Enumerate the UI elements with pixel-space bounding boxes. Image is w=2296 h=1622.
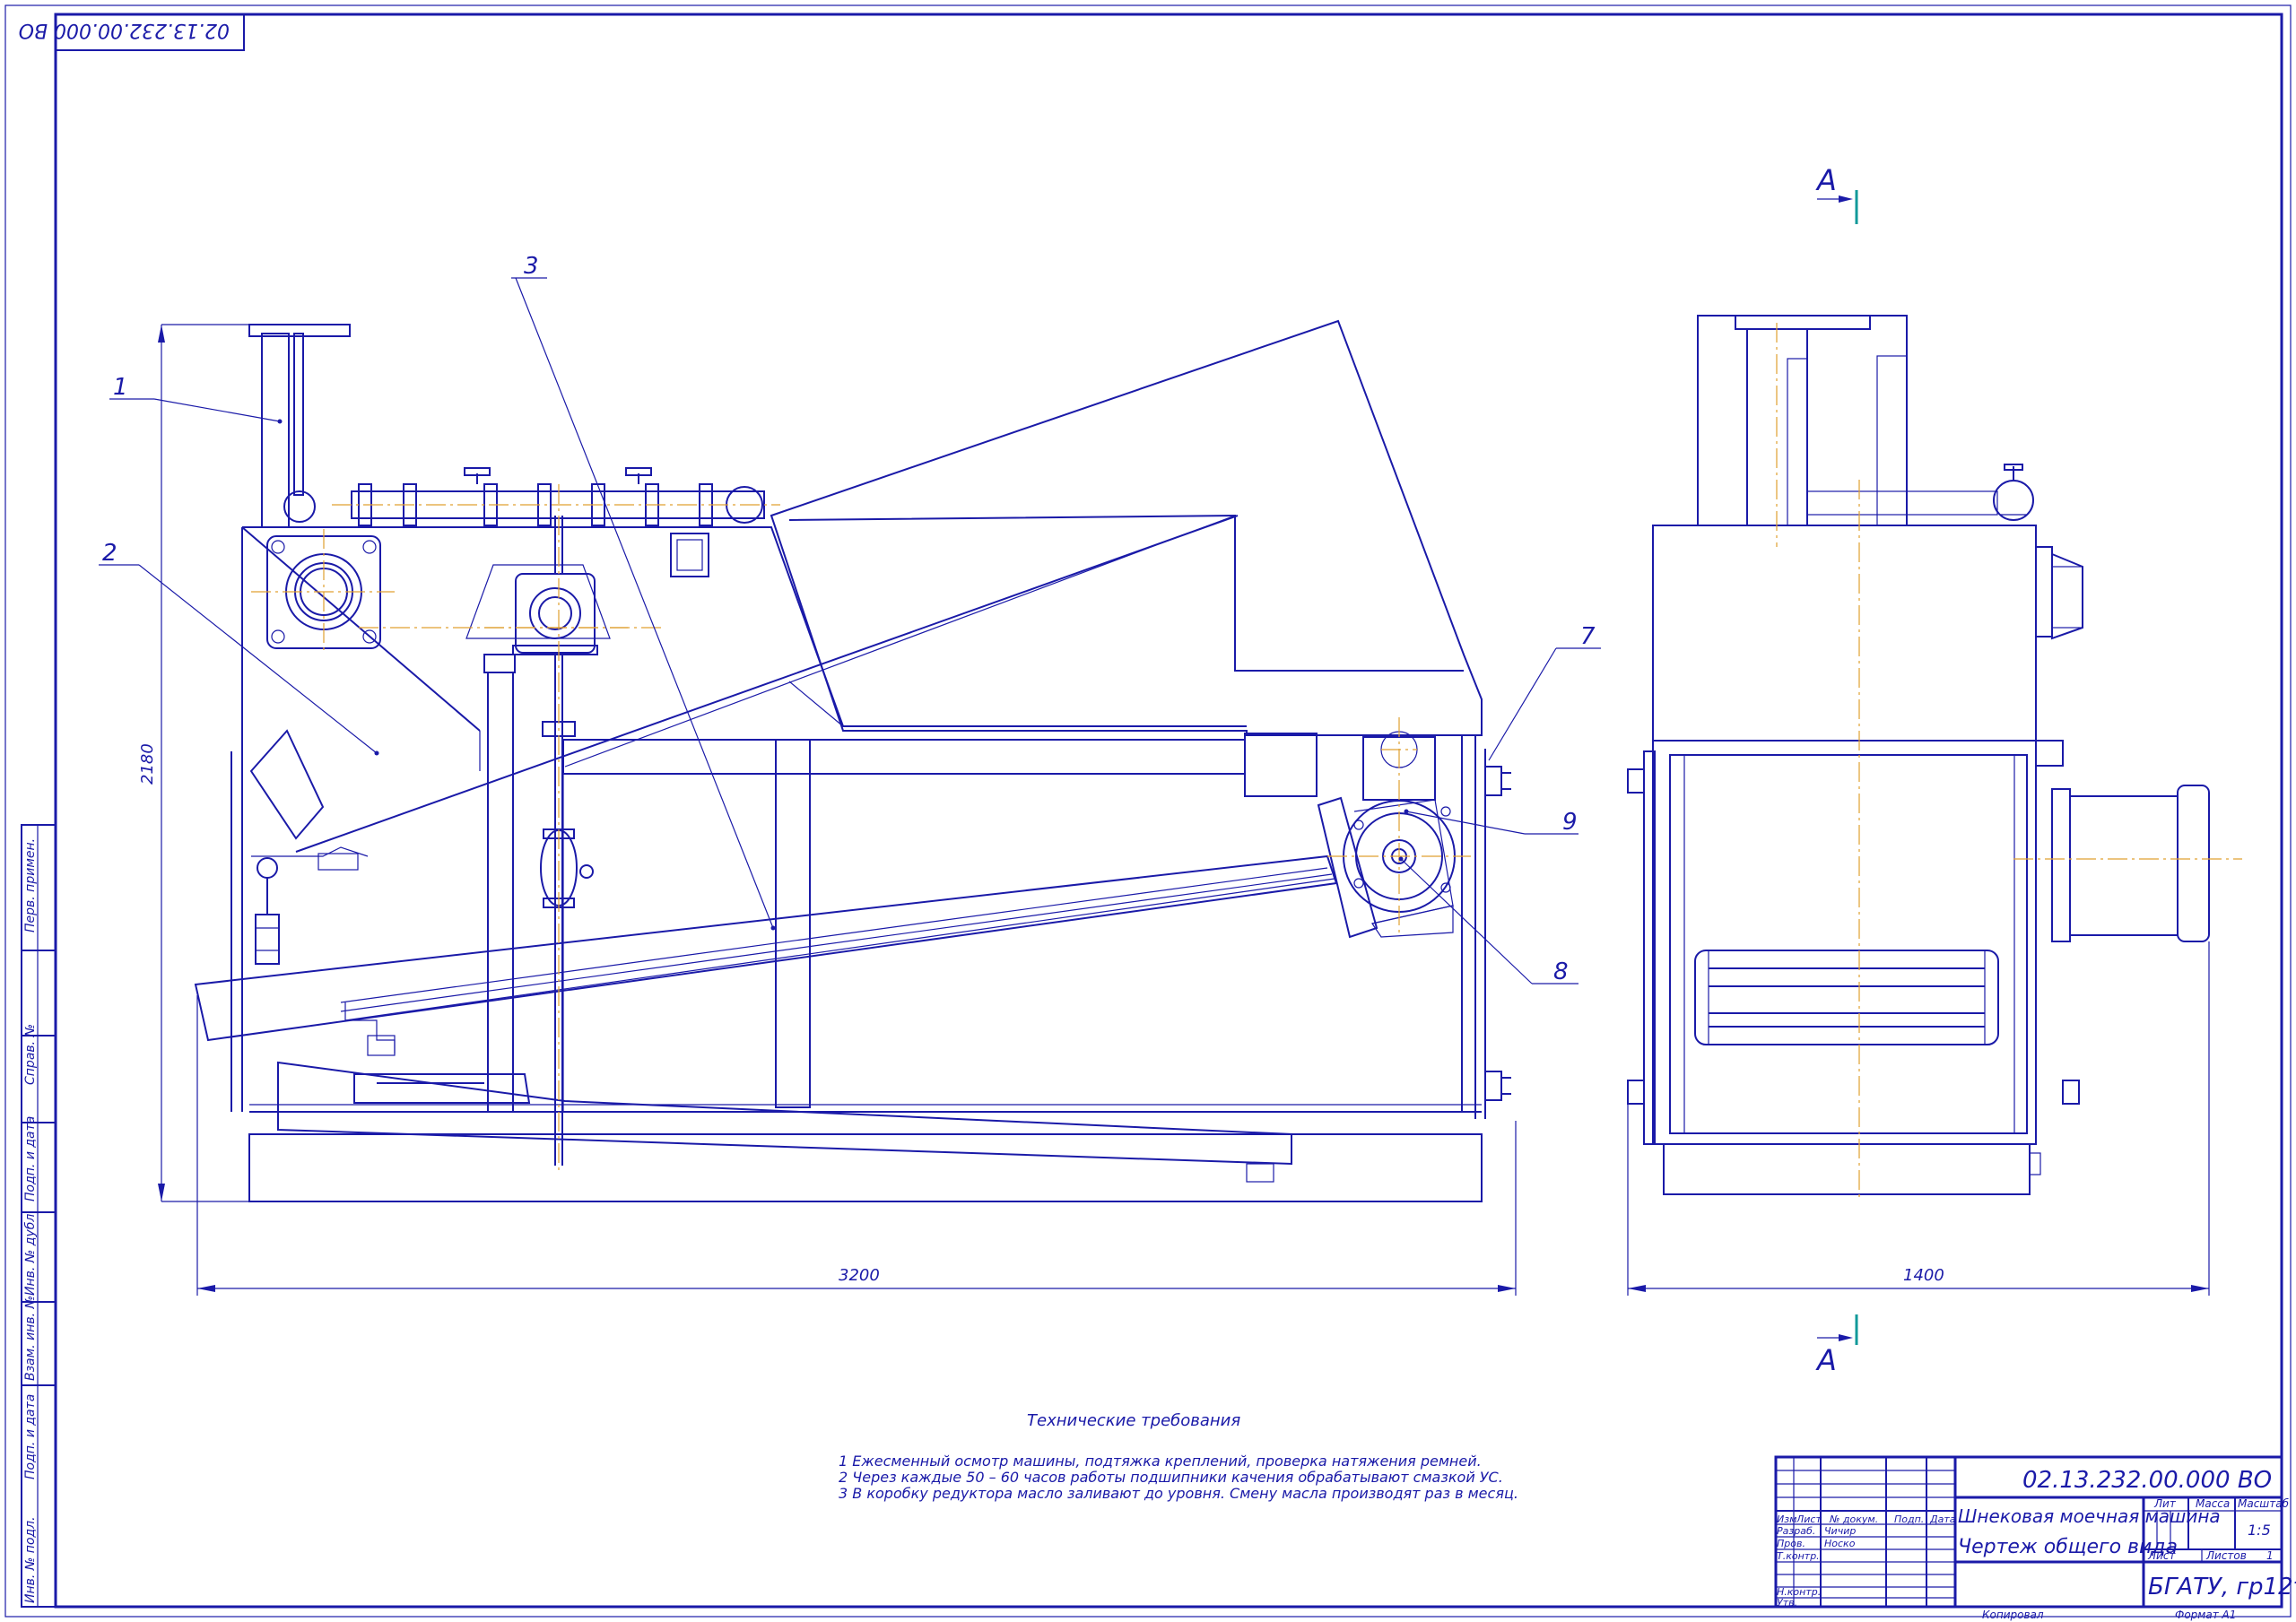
note-line: 3 В коробку редуктора масло заливают до …	[839, 1485, 1518, 1502]
dimension-length: 3200	[196, 995, 1517, 1296]
section-marker-bottom: А	[1815, 1314, 1858, 1377]
callout-7: 7	[1580, 623, 1596, 650]
side-strip-label: Взам. инв. №	[23, 1296, 38, 1381]
callout-9: 9	[1562, 809, 1578, 836]
title-block: 02.13.232.00.000 ВО Шнековая моечная маш…	[1774, 1455, 2296, 1609]
dimension-width-text: 1400	[1903, 1266, 1944, 1285]
title-name-line1: Шнековая моечная машина	[1958, 1505, 2221, 1527]
side-strip-label: Инв. № подл.	[23, 1516, 38, 1603]
feed-hopper	[770, 319, 1483, 736]
title-copied: Копировал	[1982, 1609, 2044, 1621]
title-doc-code: 02.13.232.00.000 ВО	[2022, 1467, 2272, 1494]
title-format: Формат А1	[2175, 1609, 2236, 1621]
side-strip: Перв. примен. Справ. № Подп. и дата Инв.…	[21, 824, 57, 1608]
callout-3: 3	[524, 253, 539, 280]
technical-notes: Технические требования 1 Ежесменный осмо…	[839, 1411, 1518, 1502]
title-header-cell: Дата	[1929, 1514, 1956, 1525]
front-view	[194, 319, 1511, 1202]
title-sheets-value: 1	[2266, 1549, 2274, 1562]
title-role: Н.контр.	[1777, 1586, 1821, 1598]
side-strip-label: Перв. примен.	[23, 838, 38, 932]
title-role: Утв.	[1777, 1597, 1797, 1609]
main-beam	[562, 739, 1246, 775]
section-marker-top: А	[1815, 163, 1858, 224]
title-header-cell: Лист	[1796, 1514, 1822, 1525]
side-strip-label: Инв. № дубл.	[23, 1210, 38, 1296]
title-col-scale: Масштаб	[2238, 1497, 2290, 1510]
side-strip-label: Подп. и дата	[23, 1394, 38, 1479]
dimension-height-text: 2180	[138, 743, 157, 785]
vertical-pipe	[261, 333, 290, 528]
callout-1: 1	[113, 374, 128, 401]
title-name: Чичир	[1824, 1525, 1856, 1537]
title-role: Пров.	[1777, 1538, 1805, 1549]
title-role: Разраб.	[1777, 1525, 1815, 1537]
title-sheet-label: Лист	[2147, 1549, 2176, 1562]
title-header-cell: Изм	[1777, 1514, 1796, 1525]
title-sheets-label: Листов	[2205, 1549, 2247, 1562]
drive-unit	[1317, 717, 1471, 939]
title-col-mass: Масса	[2196, 1497, 2230, 1510]
base-frame	[248, 1133, 1483, 1202]
dimension-height: 2180	[138, 324, 253, 1202]
side-strip-label: Подп. и дата	[23, 1116, 38, 1201]
side-view	[1627, 315, 2242, 1201]
rotated-stamp-text: 02.13.232.00.000 ВО	[19, 19, 230, 41]
section-letter: А	[1815, 1343, 1837, 1377]
title-scale-value: 1:5	[2248, 1522, 2271, 1539]
title-header-cell: № докум.	[1829, 1514, 1878, 1525]
side-strip-label: Справ. №	[23, 1024, 38, 1085]
callout-2: 2	[102, 540, 117, 567]
title-header-cell: Подп.	[1894, 1514, 1924, 1525]
flange-nozzle	[251, 529, 395, 655]
hopper-housing	[242, 526, 1247, 727]
bottom-tray	[277, 1061, 1292, 1166]
title-name: Носко	[1824, 1538, 1856, 1549]
title-role: Т.контр.	[1777, 1550, 1820, 1562]
note-line: 1 Ежесменный осмотр машины, подтяжка кре…	[839, 1453, 1482, 1470]
rotated-stamp: 02.13.232.00.000 ВО	[19, 13, 245, 51]
title-name-line2: Чертеж общего вида	[1958, 1536, 2178, 1558]
callout-8: 8	[1553, 958, 1569, 985]
notes-title: Технические требования	[1027, 1411, 1240, 1430]
title-col-lit: Лит	[2153, 1497, 2177, 1510]
note-line: 2 Через каждые 50 – 60 часов работы подш…	[839, 1469, 1503, 1486]
dimension-length-text: 3200	[839, 1266, 880, 1285]
inner-frame	[54, 13, 2283, 1609]
manifold-pipe	[332, 467, 780, 526]
screw-conveyor	[194, 854, 1338, 1042]
callout-leaders	[99, 277, 1601, 984]
title-org: БГАТУ, гр12т	[2148, 1574, 2296, 1600]
outer-frame	[4, 4, 2292, 1618]
pipe-valve-assembly	[483, 484, 628, 1175]
dimension-width: 1400	[1627, 941, 2210, 1296]
section-letter: А	[1815, 163, 1837, 197]
